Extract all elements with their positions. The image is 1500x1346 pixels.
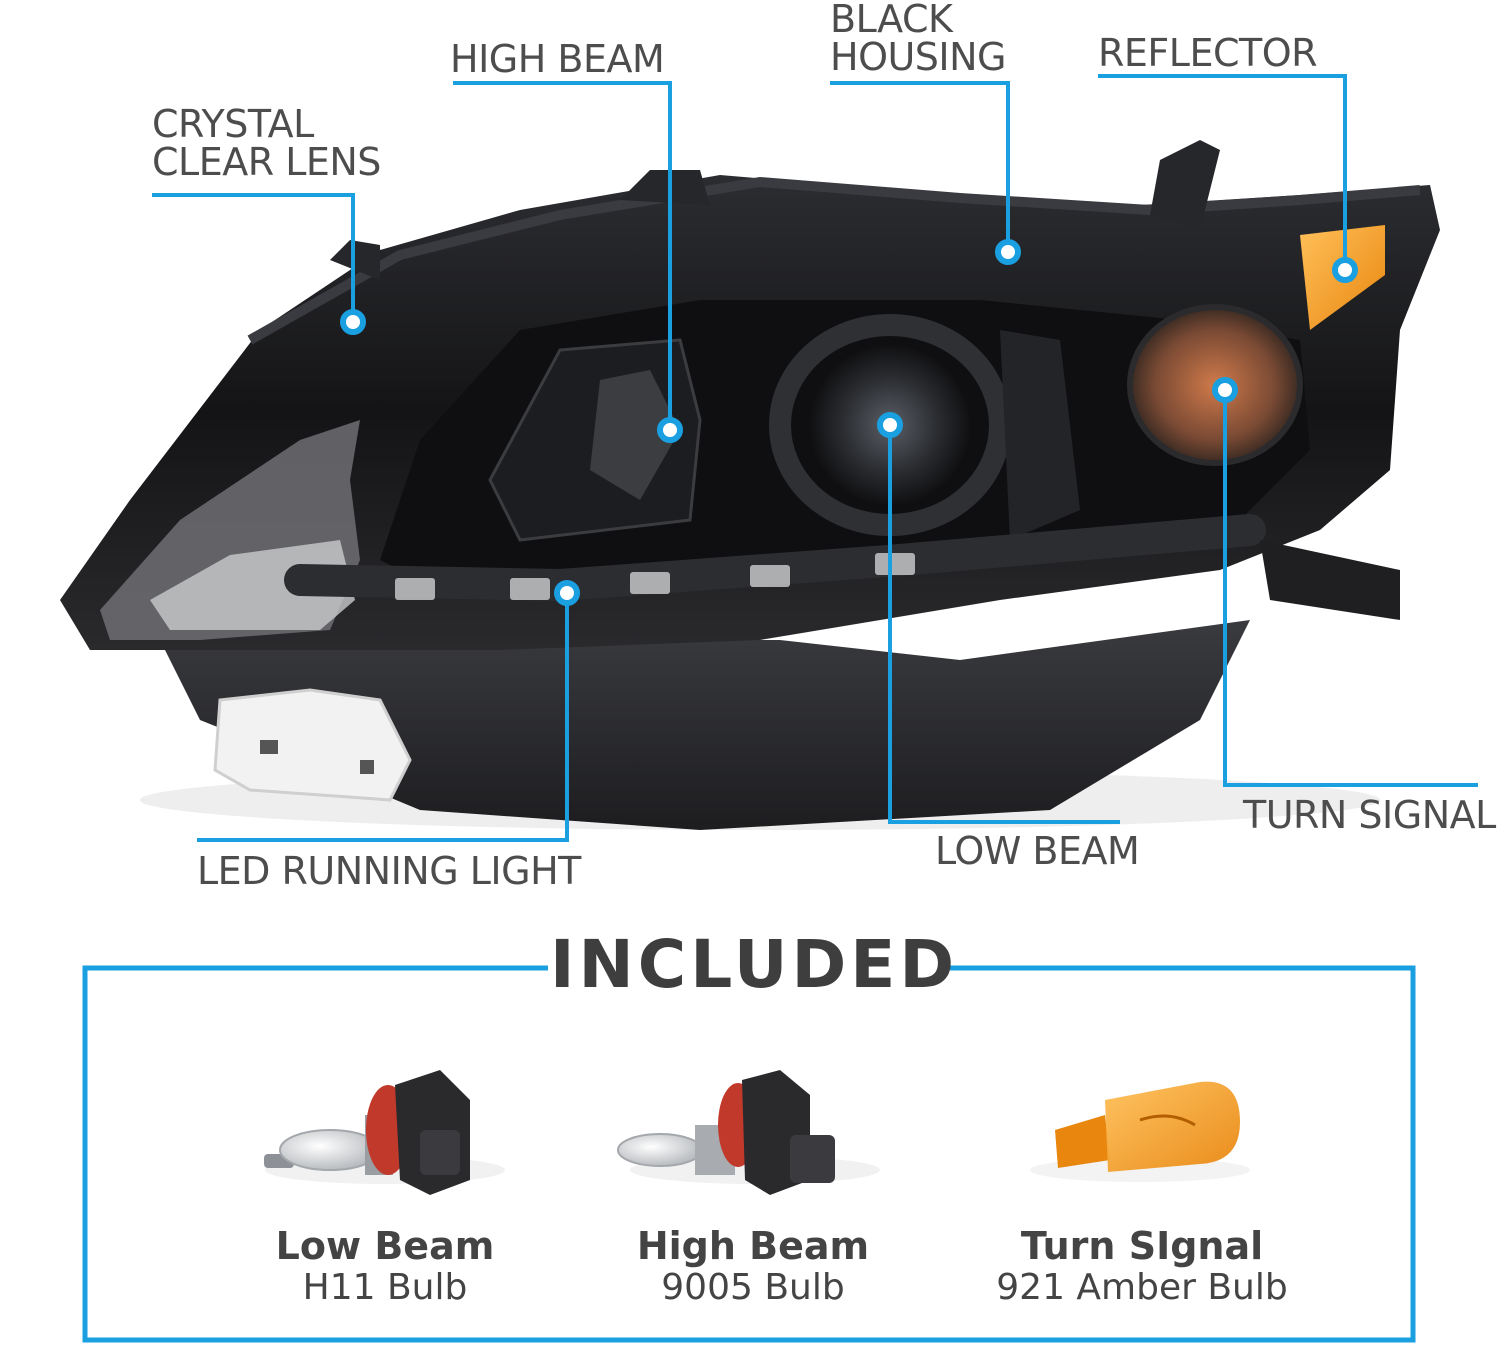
- label-turn-signal: TURN SIGNAL: [1243, 793, 1496, 837]
- leader-led-running-light: [197, 593, 569, 842]
- leader-crystal-clear-lens: [152, 193, 355, 322]
- leader-reflector: [1098, 74, 1347, 270]
- leader-black-housing: [830, 81, 1010, 252]
- bulb-label-low-beam: Low Beam H11 Bulb: [195, 1225, 575, 1309]
- dot-led-running-light: [554, 580, 580, 606]
- bulb-name: High Beam: [636, 1224, 870, 1268]
- bulb-spec: H11 Bulb: [302, 1267, 468, 1308]
- label-led-running-light: LED RUNNING LIGHT: [197, 849, 581, 893]
- leader-high-beam: [453, 81, 672, 430]
- label-crystal-clear-lens: CRYSTAL CLEAR LENS: [152, 102, 381, 184]
- h11-bulb-image: [264, 1070, 505, 1195]
- bulb-spec: 921 Amber Bulb: [996, 1267, 1288, 1308]
- callout-lines: [152, 74, 1478, 842]
- bulb-spec: 9005 Bulb: [661, 1267, 845, 1308]
- leader-low-beam: [888, 425, 1120, 824]
- 921-bulb-image: [1030, 1081, 1250, 1182]
- dot-turn-signal: [1212, 377, 1238, 403]
- headlight-assembly: [60, 140, 1440, 830]
- dot-high-beam: [657, 417, 683, 443]
- bulb-name: Turn SIgnal: [1020, 1224, 1264, 1268]
- 9005-bulb-image: [617, 1070, 880, 1195]
- dot-black-housing: [995, 239, 1021, 265]
- label-low-beam: LOW BEAM: [935, 829, 1140, 873]
- callout-dots: [340, 239, 1358, 606]
- leader-turn-signal: [1223, 390, 1478, 787]
- dot-reflector: [1332, 257, 1358, 283]
- label-reflector: REFLECTOR: [1098, 31, 1318, 75]
- dot-crystal-clear-lens: [340, 309, 366, 335]
- included-title: INCLUDED: [550, 926, 959, 1003]
- label-high-beam: HIGH BEAM: [450, 37, 665, 81]
- dot-low-beam: [877, 412, 903, 438]
- bulb-name: Low Beam: [275, 1224, 495, 1268]
- included-frame: [82, 965, 1416, 1343]
- bulb-label-high-beam: High Beam 9005 Bulb: [563, 1225, 943, 1309]
- label-black-housing: BLACK HOUSING: [830, 0, 1007, 79]
- bulb-label-turn-signal: Turn SIgnal 921 Amber Bulb: [952, 1225, 1332, 1309]
